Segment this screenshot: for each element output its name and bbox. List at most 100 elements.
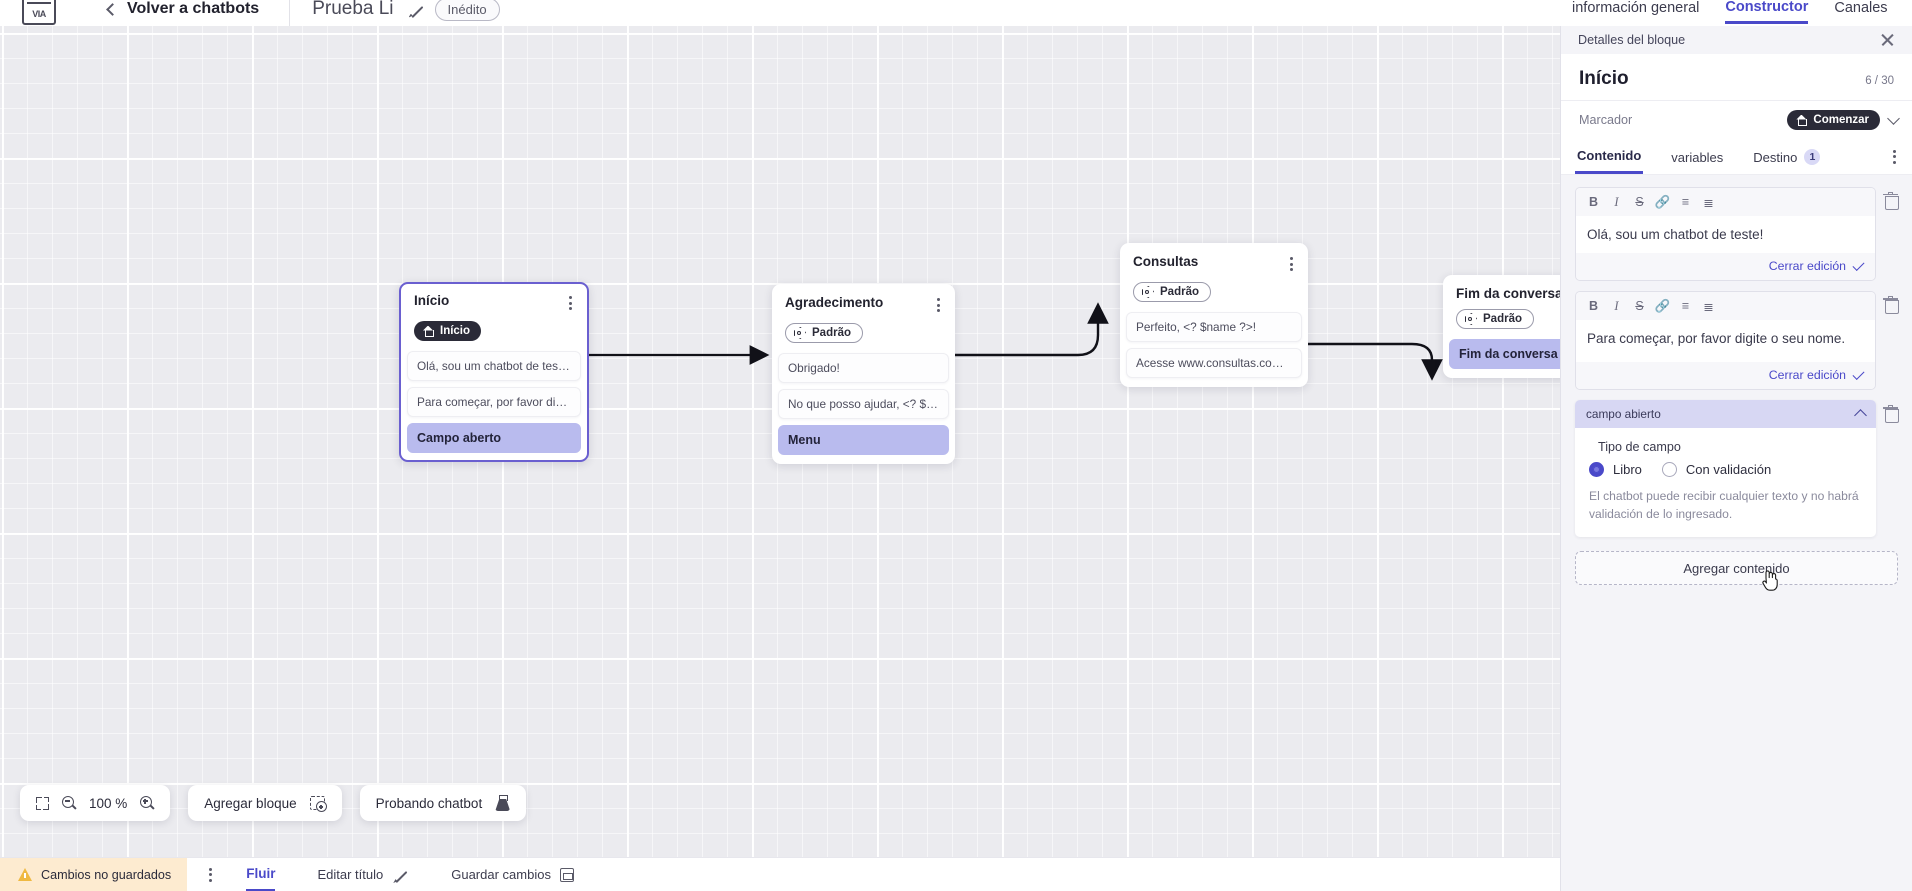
- delete-content-icon[interactable]: [1883, 295, 1899, 315]
- node-row[interactable]: Menu: [778, 425, 949, 455]
- main-tabs: información general Constructor Canales: [1560, 0, 1912, 26]
- bullet-list-icon[interactable]: ≡: [1681, 195, 1690, 209]
- close-icon[interactable]: [1880, 33, 1895, 48]
- tab-fluir[interactable]: Fluir: [246, 858, 276, 891]
- add-block-button[interactable]: Agregar bloque: [188, 785, 342, 821]
- marker-value-group[interactable]: Comenzar: [1787, 110, 1900, 130]
- tab-canales[interactable]: Canales: [1834, 0, 1888, 16]
- panel-content-scroll[interactable]: B I S 🔗 ≡ ≣ Olá, sou um chatbot de teste…: [1561, 175, 1912, 891]
- strikethrough-icon[interactable]: S: [1635, 299, 1644, 314]
- flow-canvas[interactable]: Início Início Olá, sou um chatbot de tes…: [0, 26, 1560, 865]
- radio-libro[interactable]: Libro: [1589, 462, 1642, 478]
- node-title: Agradecimento: [785, 295, 884, 310]
- panel-tabs-menu-button[interactable]: [1891, 147, 1898, 167]
- chevron-up-icon[interactable]: [1854, 409, 1867, 423]
- link-icon[interactable]: 🔗: [1654, 298, 1671, 313]
- field-card-header[interactable]: campo abierto: [1575, 400, 1876, 429]
- radio-dot-selected: [1589, 462, 1604, 478]
- tab-informacion-general[interactable]: información general: [1572, 0, 1700, 16]
- node-title: Fim da conversa: [1456, 286, 1560, 301]
- radio-dot: [1661, 462, 1677, 478]
- node-row[interactable]: Para começar, por favor digite o ...: [407, 386, 581, 417]
- close-edit-link[interactable]: Cerrar edición: [1768, 259, 1846, 274]
- tab-contenido[interactable]: Contenido: [1575, 139, 1644, 174]
- zoom-controls[interactable]: 100 %: [20, 785, 171, 821]
- editor-text[interactable]: Olá, sou um chatbot de teste!: [1576, 216, 1875, 254]
- delete-content-icon[interactable]: [1883, 191, 1899, 210]
- node-row[interactable]: Olá, sou um chatbot de teste!: [407, 350, 581, 381]
- block-count: 6 / 30: [1865, 75, 1894, 87]
- panel-body: Início 6 / 30 Marcador Comenzar Contenid…: [1561, 54, 1912, 891]
- strikethrough-icon[interactable]: S: [1635, 195, 1644, 209]
- node-row[interactable]: No que posso ajudar, <? $name ...: [778, 389, 949, 419]
- save-changes-label: Guardar cambios: [451, 867, 551, 882]
- add-block-icon: [309, 795, 327, 812]
- zoom-out-icon[interactable]: [62, 796, 76, 810]
- test-chatbot-button[interactable]: Probando chatbot: [359, 785, 527, 821]
- tab-constructor[interactable]: Constructor: [1725, 0, 1809, 24]
- node-menu-button[interactable]: [567, 293, 574, 313]
- bot-name-group: Prueba Li: [312, 0, 424, 20]
- rich-text-editor[interactable]: B I S 🔗 ≡ ≣ Para começar, por favor digi…: [1575, 291, 1876, 391]
- node-row[interactable]: Fim da conversa: [1449, 339, 1560, 369]
- flow-node-fim-da-conversa[interactable]: Fim da conversa Padrão Fim da conversa: [1443, 275, 1560, 378]
- node-row[interactable]: Obrigado!: [778, 353, 949, 383]
- canvas-toolbar: 100 % Agregar bloque Probando chatbot: [20, 785, 527, 821]
- editor-text[interactable]: Para começar, por favor digite o seu nom…: [1576, 320, 1875, 363]
- node-title: Consultas: [1133, 254, 1199, 269]
- bottom-status-bar: Cambios no guardados Fluir Editar título…: [0, 857, 1560, 891]
- node-header: Fim da conversa: [1443, 284, 1560, 301]
- node-badge-row: Padrão: [1443, 301, 1560, 330]
- home-icon: [1795, 115, 1807, 126]
- zoom-in-icon[interactable]: [140, 796, 154, 810]
- unsaved-changes-label: Cambios no guardados: [41, 867, 172, 882]
- tag-icon: [1142, 286, 1154, 298]
- link-icon[interactable]: 🔗: [1654, 194, 1671, 209]
- numbered-list-icon[interactable]: ≣: [1703, 299, 1714, 314]
- tab-variables[interactable]: variables: [1671, 149, 1724, 165]
- chevron-down-icon[interactable]: [1887, 111, 1900, 125]
- node-row[interactable]: Campo aberto: [407, 422, 581, 453]
- node-badge-row: Padrão: [772, 315, 955, 344]
- flow-node-consultas[interactable]: Consultas Padrão Perfeito, <? $name ?>! …: [1120, 243, 1308, 387]
- edit-pencil-icon[interactable]: [408, 1, 425, 18]
- radio-con-validacion[interactable]: Con validación: [1661, 462, 1771, 478]
- bold-icon[interactable]: B: [1588, 195, 1599, 209]
- tab-destino[interactable]: Destino 1: [1751, 140, 1822, 173]
- bullet-list-icon[interactable]: ≡: [1681, 299, 1690, 314]
- node-badge-padrao: Padrão: [785, 323, 863, 343]
- node-rows: Obrigado! No que posso ajudar, <? $name …: [772, 353, 955, 455]
- edit-title-button[interactable]: Editar título: [317, 866, 409, 883]
- numbered-list-icon[interactable]: ≣: [1703, 195, 1714, 210]
- node-menu-button[interactable]: [1288, 254, 1295, 274]
- node-menu-button[interactable]: [935, 295, 942, 315]
- italic-icon[interactable]: I: [1614, 194, 1619, 209]
- node-rows: Olá, sou um chatbot de teste! Para começ…: [401, 350, 587, 453]
- back-to-chatbots-button[interactable]: Volver a chatbots: [106, 0, 259, 18]
- field-type-radios: Libro Con validación: [1589, 462, 1862, 478]
- zoom-level: 100 %: [89, 795, 128, 811]
- flow-node-inicio[interactable]: Início Início Olá, sou um chatbot de tes…: [399, 282, 589, 462]
- delete-field-icon[interactable]: [1883, 404, 1899, 424]
- node-row[interactable]: Perfeito, <? $name ?>!: [1126, 312, 1302, 342]
- node-badge-row: Início: [401, 313, 587, 342]
- panel-header-label: Detalles del bloque: [1578, 33, 1686, 47]
- save-changes-button[interactable]: Guardar cambios: [451, 867, 574, 882]
- node-row[interactable]: Acesse www.consultas.com par...: [1126, 348, 1302, 378]
- bold-icon[interactable]: B: [1588, 299, 1599, 314]
- open-field-block: campo abierto Tipo de campo Libro: [1575, 400, 1899, 538]
- fit-screen-icon[interactable]: [36, 796, 49, 810]
- rich-text-editor[interactable]: B I S 🔗 ≡ ≣ Olá, sou um chatbot de teste…: [1575, 187, 1876, 282]
- app-logo-icon[interactable]: VIA: [22, 0, 56, 25]
- flow-node-agradecimento[interactable]: Agradecimento Padrão Obrigado! No que po…: [772, 284, 955, 464]
- tag-icon: [794, 327, 806, 339]
- node-header: Agradecimento: [772, 293, 955, 315]
- save-icon: [559, 867, 574, 882]
- add-content-button[interactable]: Agregar contenido: [1575, 551, 1898, 591]
- panel-header: Detalles del bloque: [1561, 26, 1912, 54]
- marker-badge[interactable]: Comenzar: [1787, 110, 1880, 130]
- close-edit-link[interactable]: Cerrar edición: [1768, 368, 1846, 383]
- statusbar-menu-button[interactable]: [209, 867, 213, 882]
- editor-footer: Cerrar edición: [1576, 253, 1875, 281]
- italic-icon[interactable]: I: [1614, 298, 1619, 313]
